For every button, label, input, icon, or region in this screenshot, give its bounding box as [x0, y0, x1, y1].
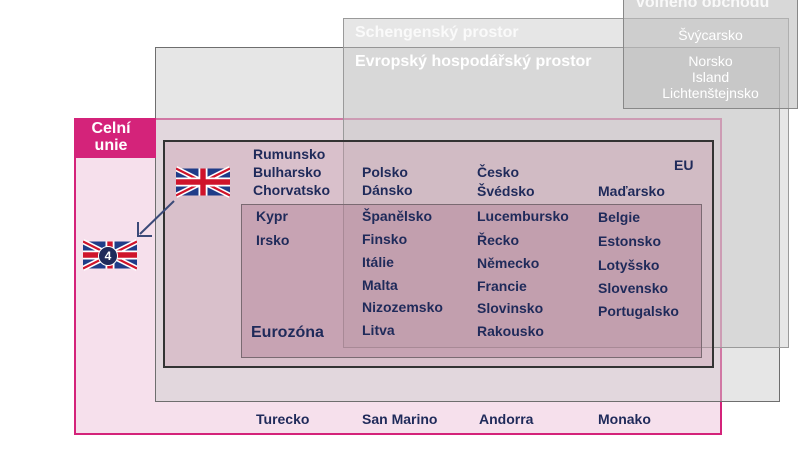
country-label: Litva — [362, 322, 395, 338]
eurozone-title: Eurozóna — [251, 324, 324, 341]
country-label: Andorra — [479, 411, 534, 427]
eurozone-region — [241, 204, 702, 358]
eu-title: EU — [674, 157, 694, 173]
customs-union-title-line1: Celní — [91, 120, 131, 137]
country-label: Nizozemsko — [362, 299, 443, 315]
country-label: Rakousko — [477, 323, 544, 339]
country-label: Itálie — [362, 254, 394, 270]
country-label: Estonsko — [598, 233, 662, 249]
schengen-title: Schengenský prostor — [355, 24, 519, 41]
country-label: Lotyšsko — [598, 257, 660, 273]
country-label: Belgie — [598, 209, 641, 225]
country-label: Portugalsko — [598, 303, 679, 319]
country-label: Maďarsko — [598, 183, 665, 199]
country-label: Česko — [477, 164, 520, 180]
footnote-badge-number: 4 — [104, 249, 112, 263]
country-label: Bulharsko — [253, 164, 322, 180]
efta-liechtenstein: Lichtenštejnsko — [662, 85, 759, 101]
country-label: Kypr — [256, 208, 288, 224]
country-label: Španělsko — [362, 208, 433, 224]
country-label: Švédsko — [477, 183, 535, 199]
efta-region — [623, 0, 798, 109]
customs-union-title-line2: unie — [94, 137, 128, 154]
country-label: San Marino — [362, 411, 438, 427]
uk-move-arrow-icon — [137, 200, 175, 237]
country-label: Irsko — [256, 232, 290, 248]
efta-iceland: Island — [691, 69, 730, 85]
country-label: Francie — [477, 278, 527, 294]
country-label: Lucembursko — [477, 208, 569, 224]
footnote-badge — [98, 246, 118, 266]
country-label: Rumunsko — [253, 146, 326, 162]
country-label: Polsko — [362, 164, 408, 180]
eu-region — [163, 140, 714, 368]
country-label: Slovensko — [598, 280, 669, 296]
country-label: Dánsko — [362, 182, 413, 198]
country-label: Turecko — [256, 411, 310, 427]
country-label: Řecko — [477, 232, 520, 248]
eea-title: Evropský hospodářský prostor — [355, 53, 592, 70]
country-label: Německo — [477, 255, 540, 271]
efta-norway: Norsko — [688, 53, 733, 69]
country-label: Monako — [598, 411, 651, 427]
country-label: Finsko — [362, 231, 408, 247]
uk-flag-icon — [176, 166, 230, 198]
country-label: Malta — [362, 277, 398, 293]
customs-union-label — [74, 118, 156, 158]
country-label: Slovinsko — [477, 300, 544, 316]
efta-switzerland: Švýcarsko — [678, 27, 743, 43]
efta-title: volného obchodu — [636, 0, 770, 11]
country-label: Chorvatsko — [253, 182, 331, 198]
